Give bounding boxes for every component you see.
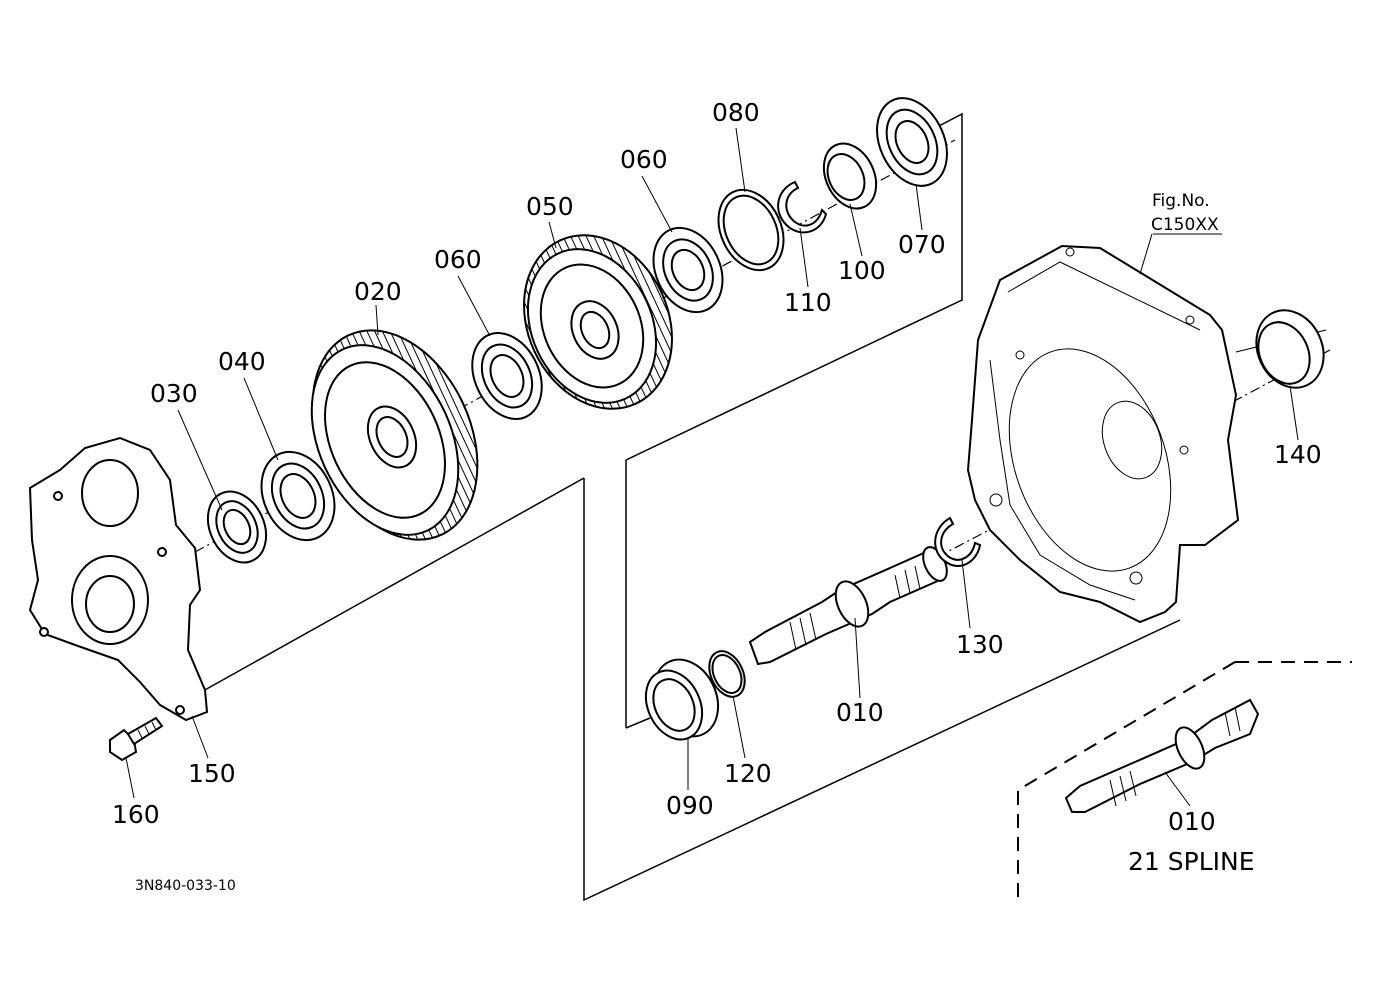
bolt-160 xyxy=(109,716,164,762)
bearing-040 xyxy=(260,450,336,542)
o-ring-120 xyxy=(708,650,746,698)
callout-130: 130 xyxy=(956,630,1004,659)
callout-090: 090 xyxy=(666,791,714,820)
callout-020: 020 xyxy=(354,277,402,306)
callout-060-right: 060 xyxy=(620,145,668,174)
snap-ring-110 xyxy=(777,180,828,234)
callout-160: 160 xyxy=(112,800,160,829)
callout-040: 040 xyxy=(218,347,266,376)
fig-ref-label: Fig.No. xyxy=(1152,191,1210,211)
figure-code: 3N840-033-10 xyxy=(135,878,236,894)
gear-020 xyxy=(310,329,479,541)
callout-080: 080 xyxy=(712,98,760,127)
callout-030: 030 xyxy=(150,379,198,408)
collar-100 xyxy=(822,142,878,210)
variant-part-number: 010 xyxy=(1168,807,1216,836)
bearing-030 xyxy=(206,490,268,564)
seal-140 xyxy=(1255,309,1325,389)
bearing-070 xyxy=(876,97,948,187)
callout-140: 140 xyxy=(1274,440,1322,469)
ring-080 xyxy=(717,188,785,272)
housing xyxy=(966,244,1240,624)
callout-100: 100 xyxy=(838,256,886,285)
callout-010: 010 xyxy=(836,698,884,727)
variant-caption: 21 SPLINE xyxy=(1128,847,1255,876)
variant-inset xyxy=(1017,661,1352,905)
callout-150: 150 xyxy=(188,759,236,788)
gear-050 xyxy=(523,234,673,410)
callout-110: 110 xyxy=(784,288,832,317)
callout-050: 050 xyxy=(526,192,574,221)
leader-lines xyxy=(125,127,1299,807)
snap-ring-130 xyxy=(934,516,982,567)
callout-060-left: 060 xyxy=(434,245,482,274)
bearing-060-right xyxy=(652,226,724,314)
callout-labels: 030 040 020 060 050 060 080 110 100 070 … xyxy=(112,98,1322,894)
callout-120: 120 xyxy=(724,759,772,788)
shaft-010 xyxy=(748,546,948,666)
fig-ref-code: C150XX xyxy=(1151,215,1219,235)
plate-150 xyxy=(28,436,209,722)
callout-070: 070 xyxy=(898,230,946,259)
bearing-090 xyxy=(644,658,720,741)
bearing-060-left xyxy=(471,332,543,420)
assembly-outline xyxy=(202,112,1327,902)
